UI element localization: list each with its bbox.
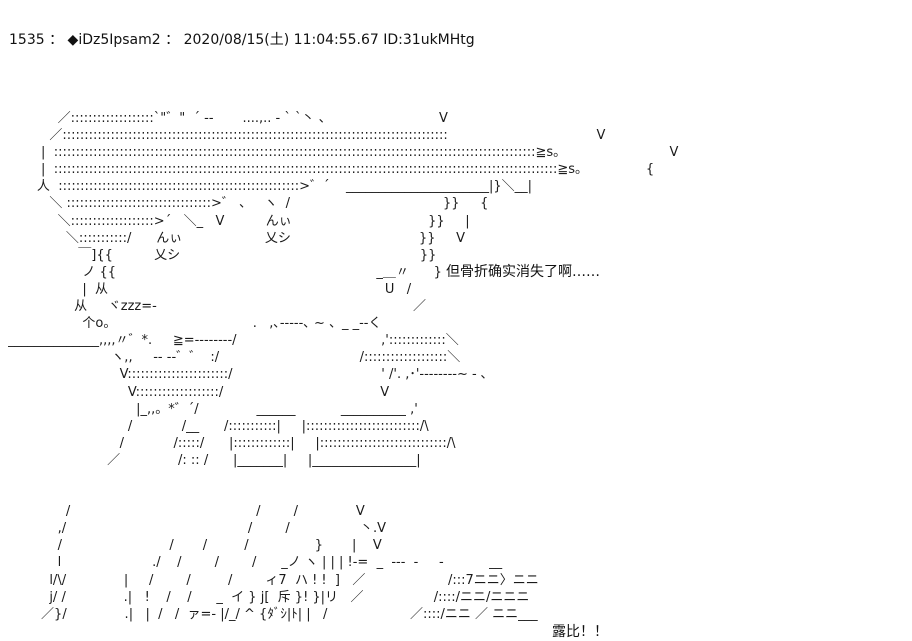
poster-name: ◆iDz5Ipsam2 xyxy=(67,32,161,48)
ascii-art: ／:::::::::::::::::::`"゛" ´ ‐‐ ....,.. ‐ … xyxy=(8,111,679,622)
dialog-text-1: 但骨折确实消失了啊…… xyxy=(446,264,600,280)
post-header: 1535 ： ◆iDz5Ipsam2 ： 2020/08/15(土) 11:04… xyxy=(9,29,475,49)
post-id[interactable]: ID:31ukMHtg xyxy=(383,32,475,48)
post-datetime: 2020/08/15(土) 11:04:55.67 xyxy=(183,32,379,48)
post-separator-2: ： xyxy=(165,32,180,48)
post-separator: ： xyxy=(49,32,64,48)
dialog-text-2: 露比！！ xyxy=(552,624,608,640)
post-number[interactable]: 1535 xyxy=(9,32,45,48)
